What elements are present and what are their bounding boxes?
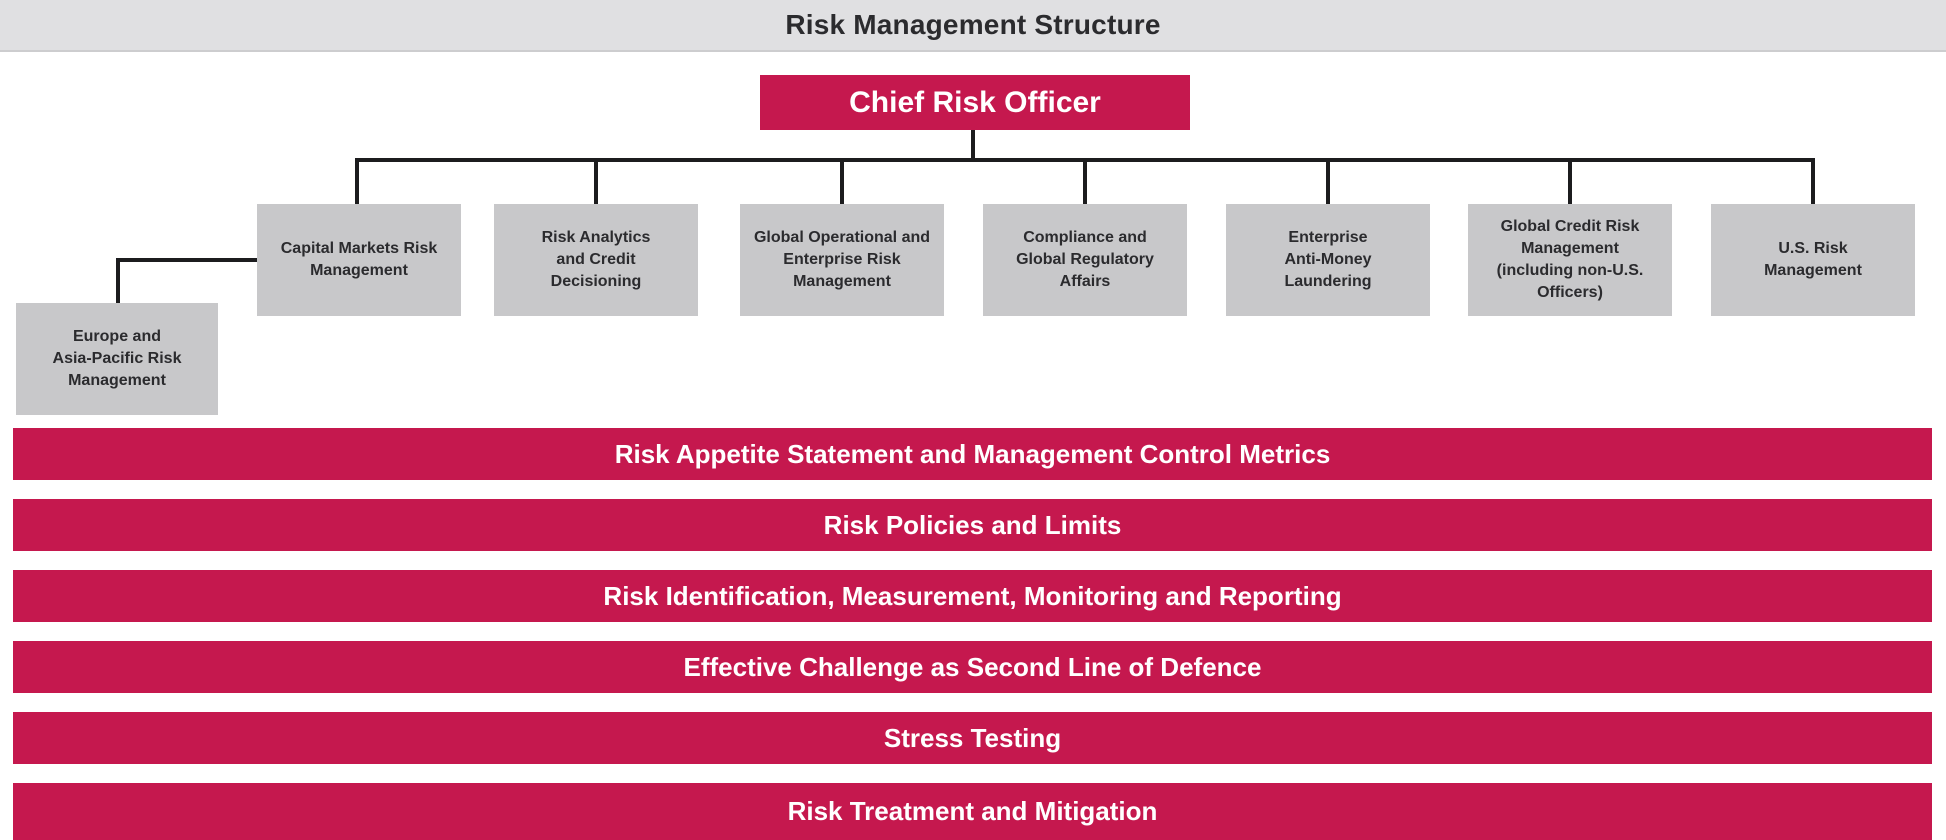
- connector-sub-branch-drop: [116, 258, 120, 305]
- connector-drop-6: [1568, 158, 1572, 206]
- org-box-us-risk-management: U.S. Risk Management: [1711, 204, 1915, 316]
- band-risk-treatment-mitigation: Risk Treatment and Mitigation: [13, 783, 1932, 840]
- org-box-label: Europe and Asia-Pacific Risk Management: [52, 328, 182, 389]
- band-label: Risk Policies and Limits: [823, 509, 1122, 540]
- band-label: Effective Challenge as Second Line of De…: [683, 651, 1262, 682]
- band-label: Risk Appetite Statement and Management C…: [614, 438, 1331, 469]
- connector-drop-7: [1811, 158, 1815, 206]
- connector-drop-5: [1326, 158, 1330, 206]
- org-box-enterprise-anti-money-laundering: Enterprise Anti-Money Laundering: [1226, 204, 1430, 316]
- org-box-compliance-global-regulatory-affairs: Compliance and Global Regulatory Affairs: [983, 204, 1187, 316]
- org-box-global-operational-enterprise-risk: Global Operational and Enterprise Risk M…: [740, 204, 944, 316]
- connector-drop-4: [1083, 158, 1087, 206]
- org-box-label: Capital Markets Risk Management: [280, 240, 438, 279]
- org-box-label: Global Credit Risk Management (including…: [1496, 218, 1644, 301]
- connector-root-stem: [971, 130, 975, 162]
- org-box-chief-risk-officer: Chief Risk Officer: [760, 75, 1190, 130]
- org-box-label: Chief Risk Officer: [849, 85, 1101, 119]
- org-box-global-credit-risk-management: Global Credit Risk Management (including…: [1468, 204, 1672, 316]
- org-box-label: Risk Analytics and Credit Decisioning: [541, 229, 651, 290]
- connector-sub-branch-horizontal: [116, 258, 257, 262]
- band-label: Risk Identification, Measurement, Monito…: [603, 580, 1342, 611]
- connector-drop-1: [355, 158, 359, 206]
- diagram-title: Risk Management Structure: [785, 9, 1161, 40]
- org-box-label: Compliance and Global Regulatory Affairs: [1016, 229, 1154, 290]
- band-risk-identification-measurement: Risk Identification, Measurement, Monito…: [13, 570, 1932, 622]
- band-risk-appetite-statement: Risk Appetite Statement and Management C…: [13, 428, 1932, 480]
- band-label: Stress Testing: [883, 722, 1062, 753]
- connector-drop-2: [594, 158, 598, 206]
- band-risk-policies-limits: Risk Policies and Limits: [13, 499, 1932, 551]
- org-box-label: U.S. Risk Management: [1764, 240, 1862, 279]
- org-box-label: Enterprise Anti-Money Laundering: [1284, 229, 1372, 290]
- band-stress-testing: Stress Testing: [13, 712, 1932, 764]
- org-box-europe-asia-pacific-risk-management: Europe and Asia-Pacific Risk Management: [16, 303, 218, 415]
- org-box-label: Global Operational and Enterprise Risk M…: [753, 229, 931, 290]
- band-label: Risk Treatment and Mitigation: [787, 796, 1158, 826]
- org-box-capital-markets-risk-management: Capital Markets Risk Management: [257, 204, 461, 316]
- diagram-title-bar: Risk Management Structure: [0, 0, 1946, 52]
- connector-drop-3: [840, 158, 844, 206]
- band-effective-challenge: Effective Challenge as Second Line of De…: [13, 641, 1932, 693]
- org-box-risk-analytics-credit-decisioning: Risk Analytics and Credit Decisioning: [494, 204, 698, 316]
